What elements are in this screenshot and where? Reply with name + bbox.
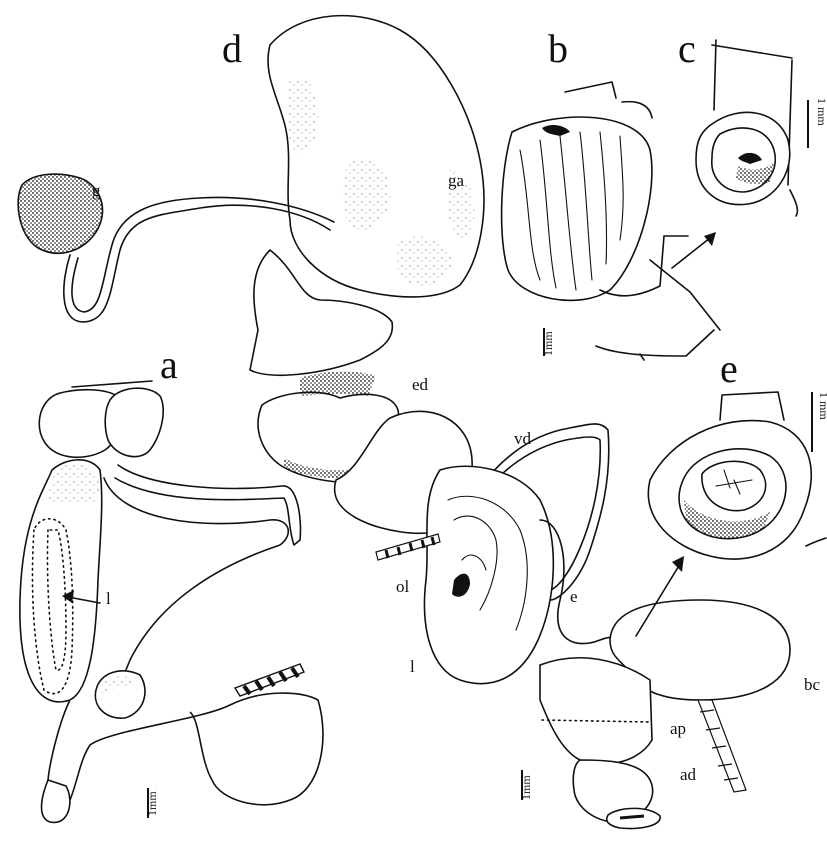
duct-a [115, 465, 300, 545]
cut-line [72, 381, 152, 387]
label-g: g [92, 181, 101, 200]
duct-a-lower [104, 478, 288, 705]
e-right-tail [806, 538, 826, 546]
upper-lobe-right [105, 388, 163, 456]
panel-c-drawing [672, 40, 808, 268]
striped-duct [235, 664, 304, 696]
scale-label-b: 1mm [541, 331, 555, 356]
label-l-d: l [410, 657, 415, 676]
l-organ [424, 466, 553, 683]
panel-label-e: e [720, 346, 738, 391]
b-organ [502, 117, 652, 300]
b-base [596, 330, 714, 360]
panel-label-d: d [222, 26, 242, 71]
b-top-cut [565, 82, 652, 118]
panel-label-b: b [548, 26, 568, 71]
gland-ga [268, 16, 484, 297]
label-e: e [570, 587, 578, 606]
ap-striped-stalk [698, 700, 746, 792]
e-frame [720, 392, 784, 420]
foot [42, 780, 70, 822]
label-ad: ad [680, 765, 697, 784]
scale-label-c: 1 mm [815, 98, 827, 126]
ad-foot-mark [620, 816, 644, 818]
scale-label-e: 1 mm [817, 392, 827, 420]
panel-label-c: c [678, 26, 696, 71]
label-ga: ga [448, 171, 465, 190]
c-lip [790, 190, 797, 216]
label-bc: bc [804, 675, 821, 694]
stippled-band [48, 465, 100, 506]
label-ol: ol [396, 577, 410, 596]
panel-b-drawing [502, 82, 720, 360]
label-ap: ap [670, 719, 686, 738]
base-a [48, 693, 323, 805]
label-ed: ed [412, 375, 429, 394]
arrow-e-head [672, 556, 684, 572]
panel-label-a: a [160, 342, 178, 387]
atrium [540, 658, 652, 764]
label-l-a: l [106, 589, 111, 608]
scale-label-a: 1mm [145, 791, 159, 816]
arrow-b-c [672, 238, 710, 268]
panel-e-drawing [636, 392, 826, 636]
gland-g-stipple [18, 174, 102, 253]
ad-foot [607, 808, 660, 828]
label-vd: vd [514, 429, 532, 448]
ed-stipple-top [300, 372, 376, 396]
scale-label-d: 1mm [519, 775, 533, 800]
arrow-b-c-head [704, 232, 716, 246]
